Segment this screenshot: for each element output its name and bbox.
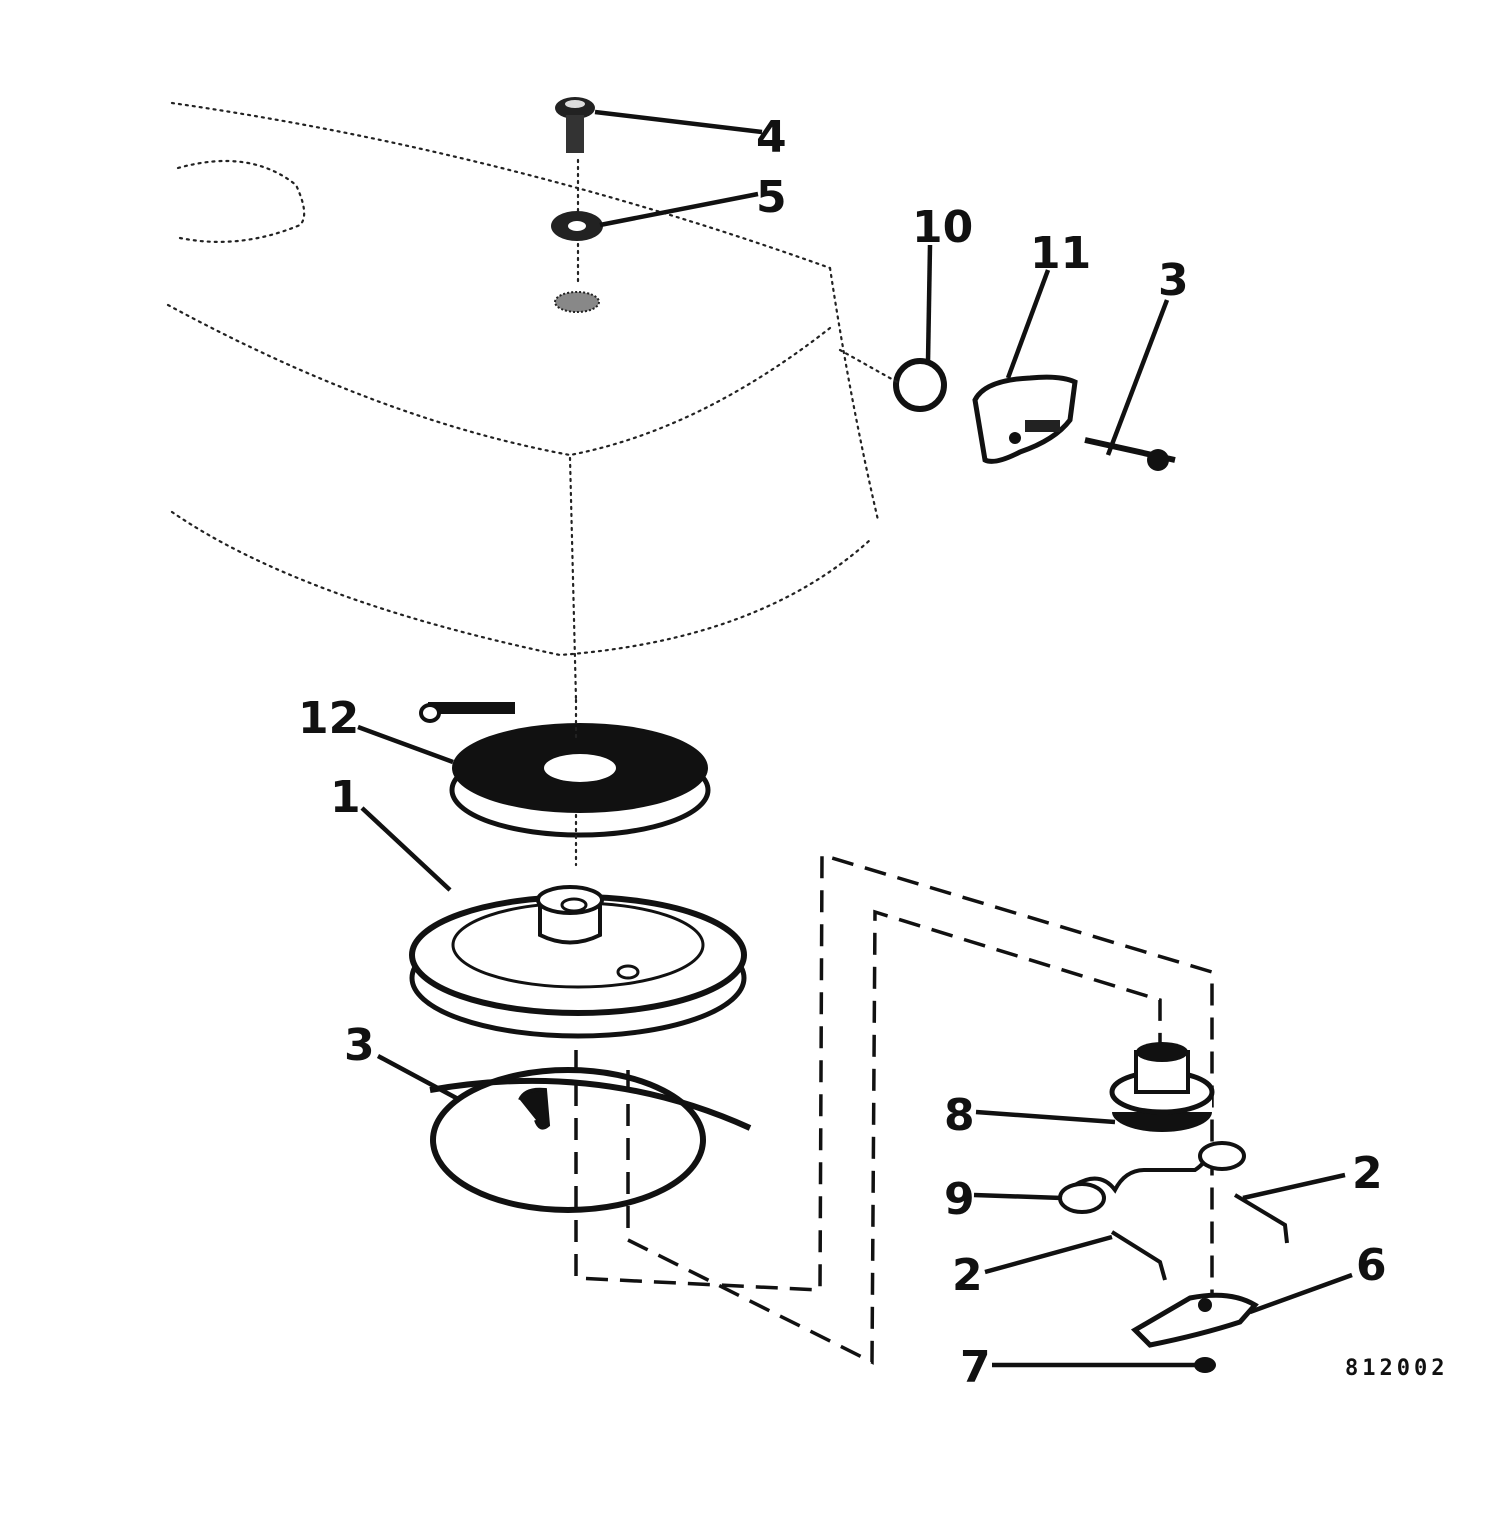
retainer-part (1194, 1357, 1216, 1373)
callout-7: 7 (960, 1342, 991, 1393)
callout-labels: 4 5 10 11 3 12 1 3 8 9 2 2 6 7 812002 (298, 112, 1448, 1393)
spring-clip-part (1058, 1141, 1246, 1214)
callout-1: 1 (330, 772, 361, 823)
callout-8: 8 (944, 1090, 975, 1141)
callout-11: 11 (1030, 228, 1091, 279)
callout-4: 4 (756, 112, 787, 163)
callout-10: 10 (912, 202, 973, 253)
washer-part (551, 211, 603, 241)
callout-6: 6 (1356, 1240, 1387, 1291)
small-springs-part (1110, 1193, 1289, 1281)
screw-part (555, 97, 595, 153)
pawl-part (1130, 1292, 1259, 1348)
pin-part (1084, 437, 1176, 471)
ratchet-part (1109, 1042, 1215, 1132)
engine-cover (166, 101, 880, 702)
callout-3-upper: 3 (1158, 255, 1189, 306)
callout-3-lower: 3 (344, 1020, 375, 1071)
leader-lines (357, 109, 1353, 1368)
handle-part (972, 374, 1078, 464)
callout-5: 5 (756, 172, 787, 223)
callout-2-right: 2 (1352, 1148, 1383, 1199)
rope-ring-part (429, 1067, 752, 1213)
callout-12: 12 (298, 693, 359, 744)
pulley-part (409, 885, 747, 1039)
rewind-spring-part (419, 702, 711, 838)
callout-9: 9 (944, 1174, 975, 1225)
assembly-lines (574, 698, 1214, 1365)
figure-number: 812002 (1345, 1356, 1448, 1381)
cap-part (838, 348, 947, 412)
callout-2-left: 2 (952, 1250, 983, 1301)
